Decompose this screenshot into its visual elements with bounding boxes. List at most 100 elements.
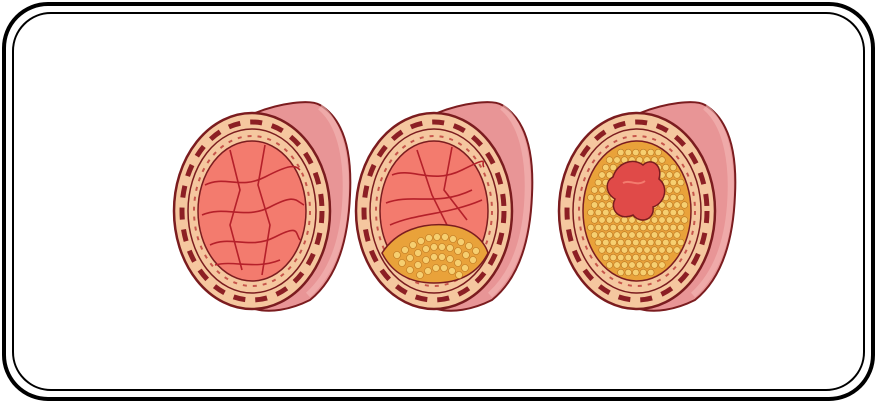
plaque-granule [648, 224, 655, 231]
plaque-granule [678, 194, 685, 201]
plaque-granule [603, 254, 610, 261]
plaque-granule [633, 254, 640, 261]
plaque-granule [648, 149, 655, 156]
plaque-granule [674, 217, 681, 224]
plaque-granule [663, 164, 670, 171]
healthy-artery-illustration [170, 95, 355, 325]
plaque-granule [663, 239, 670, 246]
plaque-granule [663, 224, 670, 231]
plaque-granule [603, 224, 610, 231]
plaque-granule [651, 232, 658, 239]
plaque-granule [659, 262, 666, 269]
plaque-granule [606, 202, 613, 209]
plaque-granule [674, 187, 681, 194]
plaque-granule [606, 217, 613, 224]
plaque-granule [595, 179, 602, 186]
plaque-granule [629, 262, 636, 269]
plaque-granule [636, 262, 643, 269]
plaque-granule [678, 209, 685, 216]
plaque-granule [670, 224, 677, 231]
plaque-granule [670, 164, 677, 171]
plaque-granule [640, 224, 647, 231]
plaque-granule [595, 194, 602, 201]
plaque-granule [614, 157, 621, 164]
plaque-granule [595, 209, 602, 216]
plaque-granule [674, 232, 681, 239]
plaque-granule [591, 202, 598, 209]
plaque-granule [588, 194, 595, 201]
plaque-granule [599, 217, 606, 224]
plaque-granule [591, 187, 598, 194]
plaque-granule [603, 194, 610, 201]
plaque-granule [678, 239, 685, 246]
plaque-granule [659, 247, 666, 254]
plaque-granule [633, 239, 640, 246]
plaque-granule [621, 247, 628, 254]
severely-blocked-artery-illustration [555, 95, 740, 325]
plaque-granule [666, 232, 673, 239]
plaque-granule [606, 262, 613, 269]
plaque-granule [610, 254, 617, 261]
plaque-granule [678, 179, 685, 186]
plaque-granule [614, 232, 621, 239]
plaque-granule [674, 247, 681, 254]
plaque-granule [666, 187, 673, 194]
plaque-granule [599, 187, 606, 194]
plaque-granule [681, 202, 688, 209]
plaque-granule [618, 149, 625, 156]
plaque-granule [614, 217, 621, 224]
plaque-granule [651, 217, 658, 224]
plaque-granule [606, 247, 613, 254]
plaque-granule [666, 217, 673, 224]
plaque-granule [633, 269, 640, 276]
plaque-granule [599, 247, 606, 254]
plaque-granule [670, 209, 677, 216]
plaque-granule [648, 254, 655, 261]
plaque-granule [655, 149, 662, 156]
plaque-granule [603, 209, 610, 216]
plaque-granule [648, 239, 655, 246]
plaque-granule [629, 217, 636, 224]
plaque-granule [655, 239, 662, 246]
plaque-granule [591, 217, 598, 224]
plaque-granule [633, 224, 640, 231]
plaque-granule [629, 232, 636, 239]
plaque-granule [603, 239, 610, 246]
partially-blocked-artery-illustration [352, 95, 537, 325]
plaque-granule [599, 232, 606, 239]
plaque-granule [670, 194, 677, 201]
plaque-granule [618, 254, 625, 261]
plaque-granule [614, 247, 621, 254]
plaque-granule [640, 254, 647, 261]
plaque-granule [618, 224, 625, 231]
plaque-granule [640, 269, 647, 276]
plaque-granule [610, 224, 617, 231]
plaque-granule [625, 254, 632, 261]
plaque-granule [666, 172, 673, 179]
plaque-granule [603, 164, 610, 171]
plaque-granule [621, 232, 628, 239]
plaque-granule [618, 239, 625, 246]
plaque-granule [666, 247, 673, 254]
plaque-granule [633, 149, 640, 156]
plaque-granule [659, 232, 666, 239]
plaque-granule [599, 172, 606, 179]
plaque-granule [644, 247, 651, 254]
plaque-granule [655, 254, 662, 261]
plaque-granule [663, 209, 670, 216]
plaque-granule [610, 239, 617, 246]
plaque-granule [636, 247, 643, 254]
plaque-granule [621, 262, 628, 269]
plaque-granule [636, 232, 643, 239]
plaque-granule [655, 209, 662, 216]
plaque-granule [606, 232, 613, 239]
plaque-granule [629, 247, 636, 254]
plaque-granule [674, 172, 681, 179]
plaque-granule [614, 262, 621, 269]
plaque-granule [625, 224, 632, 231]
plaque-granule [644, 262, 651, 269]
plaque-granule [670, 239, 677, 246]
plaque-granule [681, 217, 688, 224]
plaque-granule [666, 202, 673, 209]
